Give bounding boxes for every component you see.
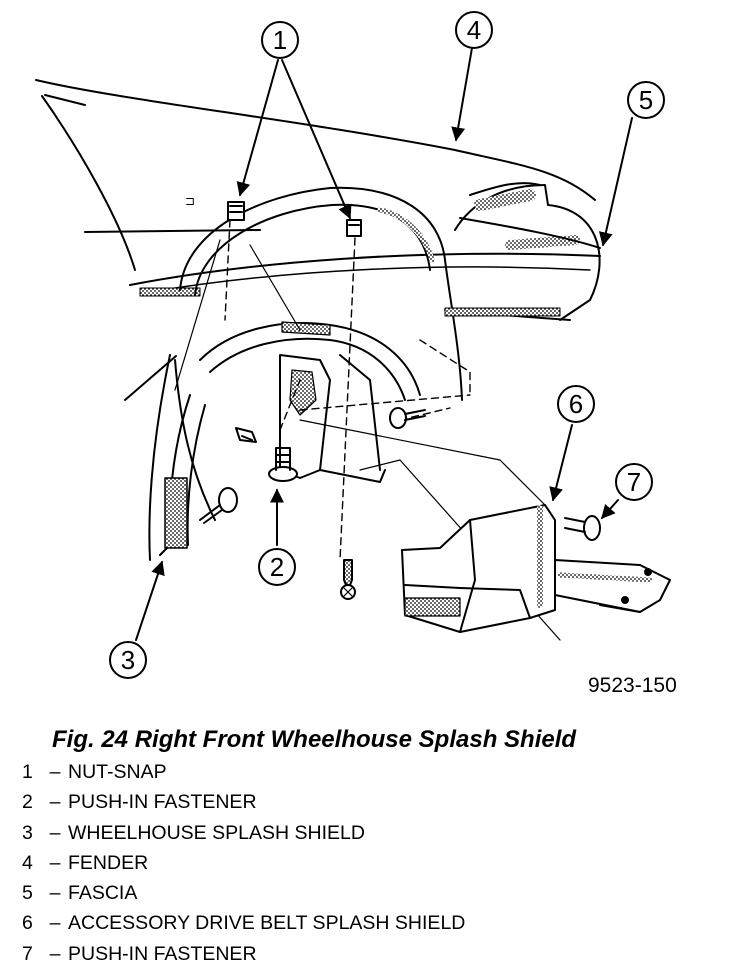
legend-number: 4 xyxy=(22,851,33,874)
legend-label: ACCESSORY DRIVE BELT SPLASH SHIELD xyxy=(68,912,466,935)
callout-7-number: 7 xyxy=(627,467,641,497)
legend-item: 1–NUT-SNAP xyxy=(22,761,465,791)
legend-item: 4–FENDER xyxy=(22,852,465,882)
legend-item: 6–ACCESSORY DRIVE BELT SPLASH SHIELD xyxy=(22,912,465,942)
callout-4: 4 xyxy=(455,11,493,49)
svg-text:⊐: ⊐ xyxy=(185,194,195,208)
bolt-left xyxy=(235,427,257,443)
legend-number: 3 xyxy=(22,821,33,844)
legend-item: 2–PUSH-IN FASTENER xyxy=(22,791,465,821)
nut-snap-clip-right xyxy=(346,219,362,237)
callout-5-number: 5 xyxy=(639,85,653,115)
wheel-arch xyxy=(174,186,463,521)
legend-item: 5–FASCIA xyxy=(22,882,465,912)
callout-4-number: 4 xyxy=(467,15,481,45)
callout-6: 6 xyxy=(557,385,595,423)
legend-number: 6 xyxy=(22,912,33,935)
legend-label: NUT-SNAP xyxy=(68,761,167,783)
legend-label: WHEELHOUSE SPLASH SHIELD xyxy=(68,821,365,844)
accessory-drive-belt-splash-shield xyxy=(401,504,671,633)
fascia xyxy=(444,182,601,321)
callout-3: 3 xyxy=(109,641,147,679)
push-in-fastener-7 xyxy=(564,515,601,541)
legend-number: 5 xyxy=(22,882,33,905)
fender xyxy=(35,79,601,561)
assembly-lines xyxy=(224,219,471,561)
legend-item: 7–PUSH-IN FASTENER xyxy=(22,943,465,973)
callout-1-number: 1 xyxy=(273,25,287,55)
legend-dash: – xyxy=(49,851,61,874)
legend-number: 1 xyxy=(22,761,33,783)
nut-snap-clip-left xyxy=(227,201,245,221)
legend-dash: – xyxy=(49,882,61,905)
callout-arrows xyxy=(135,47,633,641)
legend-label: FASCIA xyxy=(68,882,138,905)
legend-dash: – xyxy=(49,942,61,965)
legend-label: PUSH-IN FASTENER xyxy=(68,942,257,965)
legend-dash: – xyxy=(49,791,61,814)
callout-2: 2 xyxy=(258,548,296,586)
wheelhouse-splash-shield xyxy=(159,321,421,556)
legend-item: 3–WHEELHOUSE SPLASH SHIELD xyxy=(22,822,465,852)
legend-number: 2 xyxy=(22,791,33,814)
push-in-fastener-2 xyxy=(268,447,298,482)
callout-5: 5 xyxy=(627,81,665,119)
legend-number: 7 xyxy=(22,942,33,965)
figure-code: 9523-150 xyxy=(588,674,677,697)
legend-label: PUSH-IN FASTENER xyxy=(68,791,257,814)
exploded-view-diagram: ⊐ xyxy=(35,11,671,679)
callout-1: 1 xyxy=(261,21,299,59)
callout-3-number: 3 xyxy=(121,645,135,675)
figure-caption: Fig. 24 Right Front Wheelhouse Splash Sh… xyxy=(52,726,577,753)
legend-dash: – xyxy=(49,761,61,783)
legend-dash: – xyxy=(49,912,61,935)
legend-label: FENDER xyxy=(68,851,149,874)
bolt-lower xyxy=(199,487,238,524)
bolt-right xyxy=(389,407,426,429)
callout-7: 7 xyxy=(615,463,653,501)
callout-6-number: 6 xyxy=(569,389,583,419)
screw-bottom xyxy=(340,559,356,600)
callout-2-number: 2 xyxy=(270,552,284,582)
legend-dash: – xyxy=(49,821,61,844)
